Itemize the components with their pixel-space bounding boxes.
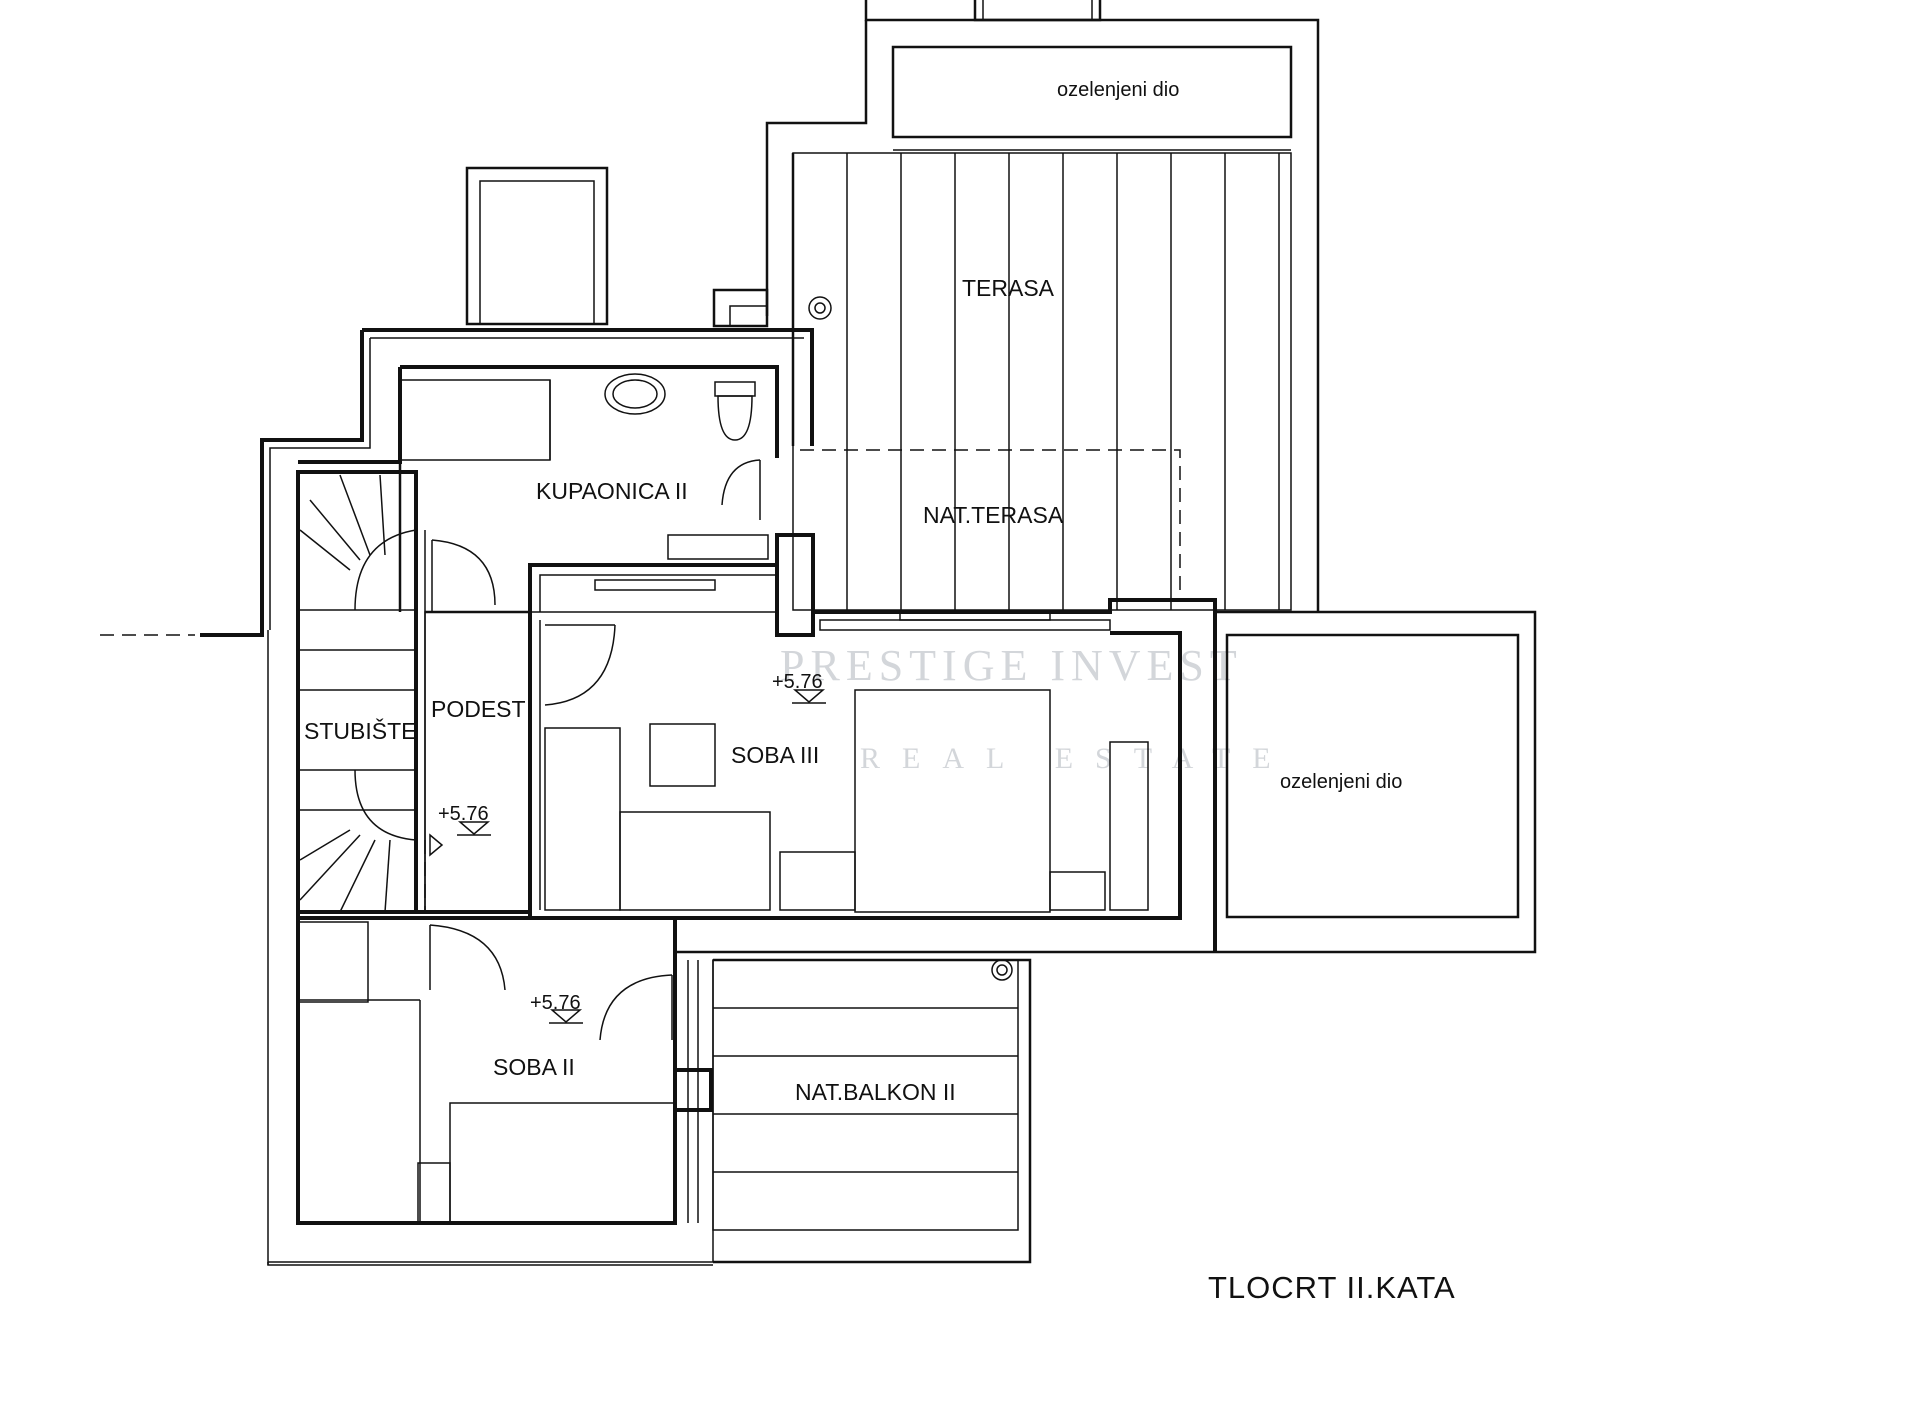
green-area-right [1215,610,1537,954]
balcony-2 [712,958,1032,1264]
label-terasa: TERASA [962,275,1055,301]
level-soba3: +5.76 [772,671,823,693]
bathroom [398,373,815,637]
level-soba2: +5.76 [530,992,581,1014]
terrace [765,0,1320,612]
label-nat-balkon: NAT.BALKON II [795,1079,956,1105]
level-podest: +5.76 [438,803,489,825]
watermark-line1: PRESTIGE INVEST [780,641,1243,690]
level-marker-podest [457,821,491,836]
label-green-right: ozelenjeni dio [1280,771,1402,793]
room-soba-2 [297,916,1215,1224]
staircase [296,470,444,914]
room-soba-3 [528,563,1217,952]
label-nat-terasa: NAT.TERASA [923,502,1064,528]
level-marker-soba2 [549,1009,583,1024]
label-stubiste: STUBIŠTE [304,717,416,744]
label-kupaonica: KUPAONICA II [536,478,688,504]
label-soba2: SOBA II [493,1054,575,1080]
label-podest: PODEST [431,696,526,722]
watermark: PRESTIGE INVEST REAL ESTATE [780,641,1293,775]
plan-title: TLOCRT II.KATA [1208,1270,1456,1305]
green-area-top [891,0,1293,151]
level-marker-soba3 [792,689,826,704]
landing [416,610,531,914]
label-green-top: ozelenjeni dio [1057,79,1179,101]
label-soba3: SOBA III [731,742,819,768]
exterior-walls [100,328,814,1266]
top-balcony [465,166,769,328]
watermark-line2: REAL ESTATE [860,742,1293,775]
